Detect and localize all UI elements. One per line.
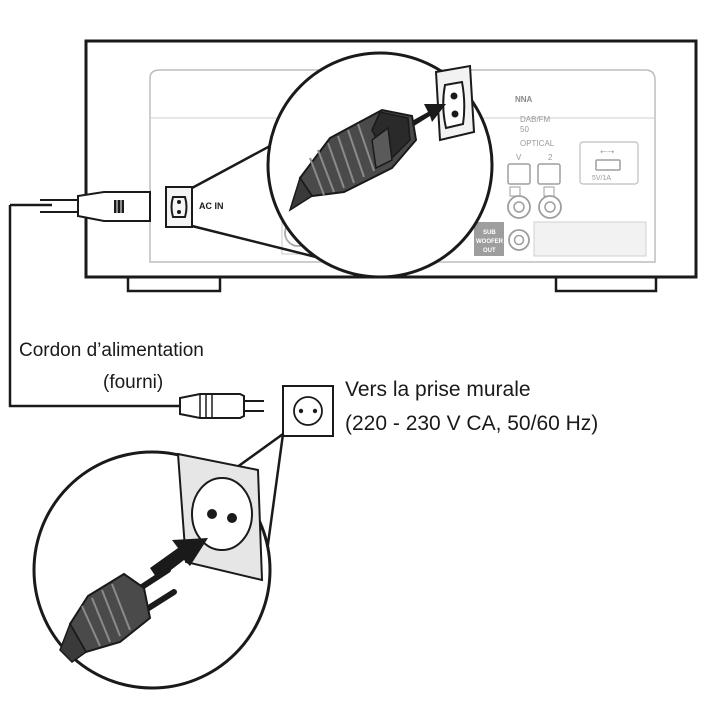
subwoofer-jack [508,229,530,251]
subwoofer-text-3: OUT [483,248,496,254]
zoom-wall [32,432,285,690]
ac-in-socket [165,186,193,228]
arrow-icon [410,104,446,126]
usb-port [595,159,621,171]
optical-port-2 [537,163,561,185]
optical-2-text: 2 [548,153,553,162]
subwoofer-text-2: WOOFER [476,239,504,245]
ac-in-label: AC IN [199,201,224,211]
wall-label-line2: (220 - 230 V CA, 50/60 Hz) [345,412,599,435]
optical-1-text: V [516,153,522,162]
cord-label-line1: Cordon d’alimentation [19,340,204,361]
zoom-ac-in [191,51,494,279]
optical-text: OPTICAL [520,139,555,148]
dab-fm-sub-text: 50 [520,125,529,134]
usb-panel [579,141,639,185]
cord-label-line2: (fourni) [103,372,164,393]
wall-label-line1: Vers la prise murale [345,378,531,401]
power-cord [8,205,180,408]
device-foot-left [126,277,222,293]
subwoofer-text-1: SUB [483,230,496,236]
usb-icon: ⭠⭢ [600,147,614,157]
rca-jack-left [507,195,531,219]
antenna-text: NNA [515,95,533,104]
usb-text: 5V/1A [592,175,611,182]
vent-grille [533,221,647,257]
optical-port-1 [507,163,531,185]
device-foot-right [554,277,658,293]
power-cord-wall-end [179,393,264,419]
subwoofer-badge [474,222,504,256]
rear-panel [149,69,656,263]
rca-jack-right [538,195,562,219]
wall-outlet [282,385,334,437]
power-cord-device-end [10,191,151,222]
dab-fm-text: DAB/FM [520,115,551,124]
